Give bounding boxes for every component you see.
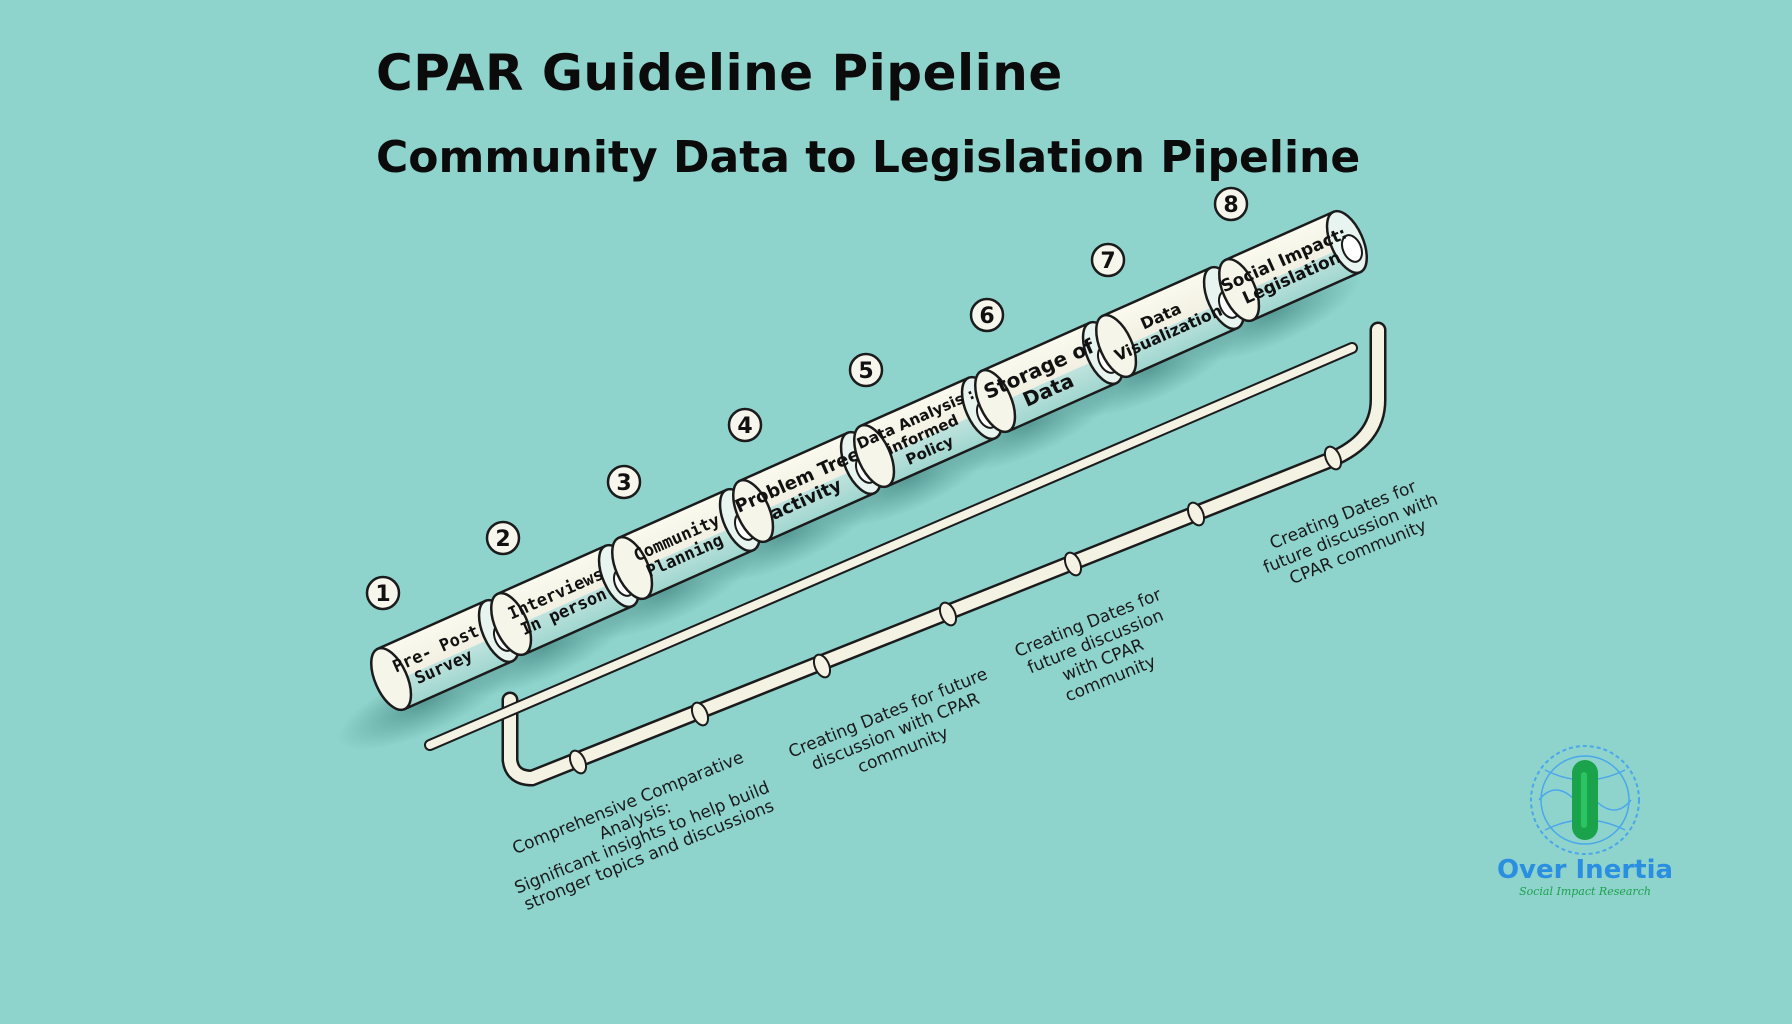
stage-8-badge bbox=[1213, 186, 1249, 222]
pipe-joint bbox=[1323, 445, 1343, 471]
logo-ring-inner bbox=[1540, 755, 1630, 845]
stage-8-outlet bbox=[1340, 234, 1363, 263]
pipe-joint bbox=[690, 701, 710, 727]
connector-pipe bbox=[424, 342, 1358, 751]
stage-6-cylinder-cap-back bbox=[974, 368, 1017, 434]
stage-4-badge bbox=[727, 407, 763, 443]
return-pipe bbox=[501, 321, 1387, 787]
stage-6-badge bbox=[969, 297, 1005, 333]
stage-1-badge bbox=[365, 575, 401, 611]
stage-3-cylinder-cap-back bbox=[611, 535, 654, 601]
logo-capsule-highlight bbox=[1581, 772, 1587, 828]
pipe-joint bbox=[938, 601, 958, 627]
pipe-joint bbox=[812, 653, 832, 679]
stage-2-cylinder-cap-back bbox=[490, 591, 533, 657]
logo-ring bbox=[1530, 745, 1640, 855]
stage-1-number: 1 bbox=[375, 582, 390, 607]
pipe-joint bbox=[1186, 501, 1206, 527]
stage-8-cylinder-cap-back bbox=[1218, 257, 1261, 323]
connector-pipe-body bbox=[426, 344, 1356, 749]
page-title: CPAR Guideline Pipeline bbox=[376, 44, 1063, 102]
stage-3-number: 3 bbox=[616, 471, 631, 496]
stage-8-number: 8 bbox=[1223, 193, 1238, 218]
pipe-joint bbox=[568, 749, 588, 775]
pipe-joints bbox=[568, 445, 1343, 775]
stage-7-cylinder-cap-back bbox=[1095, 313, 1138, 379]
logo-tagline: Social Impact Research bbox=[1519, 885, 1651, 898]
stage-3-badge bbox=[606, 464, 642, 500]
stage-5-number: 5 bbox=[858, 359, 873, 384]
logo-name: Over Inertia bbox=[1497, 855, 1673, 885]
stage-2-badge bbox=[485, 520, 521, 556]
stage-5-cylinder-cap-back bbox=[853, 423, 896, 489]
stage-1-cylinder-cap-back bbox=[370, 646, 413, 712]
stage-7-badge bbox=[1090, 242, 1126, 278]
stage-7-number: 7 bbox=[1100, 249, 1115, 274]
stage-5-badge bbox=[848, 352, 884, 388]
stage-4-cylinder-cap-back bbox=[732, 478, 775, 544]
stage-2-number: 2 bbox=[495, 527, 510, 552]
page-subtitle: Community Data to Legislation Pipeline bbox=[376, 132, 1361, 183]
stage-4-number: 4 bbox=[737, 414, 752, 439]
logo bbox=[1530, 745, 1640, 855]
stage-6-number: 6 bbox=[979, 304, 994, 329]
pipe-joint bbox=[1063, 551, 1083, 577]
